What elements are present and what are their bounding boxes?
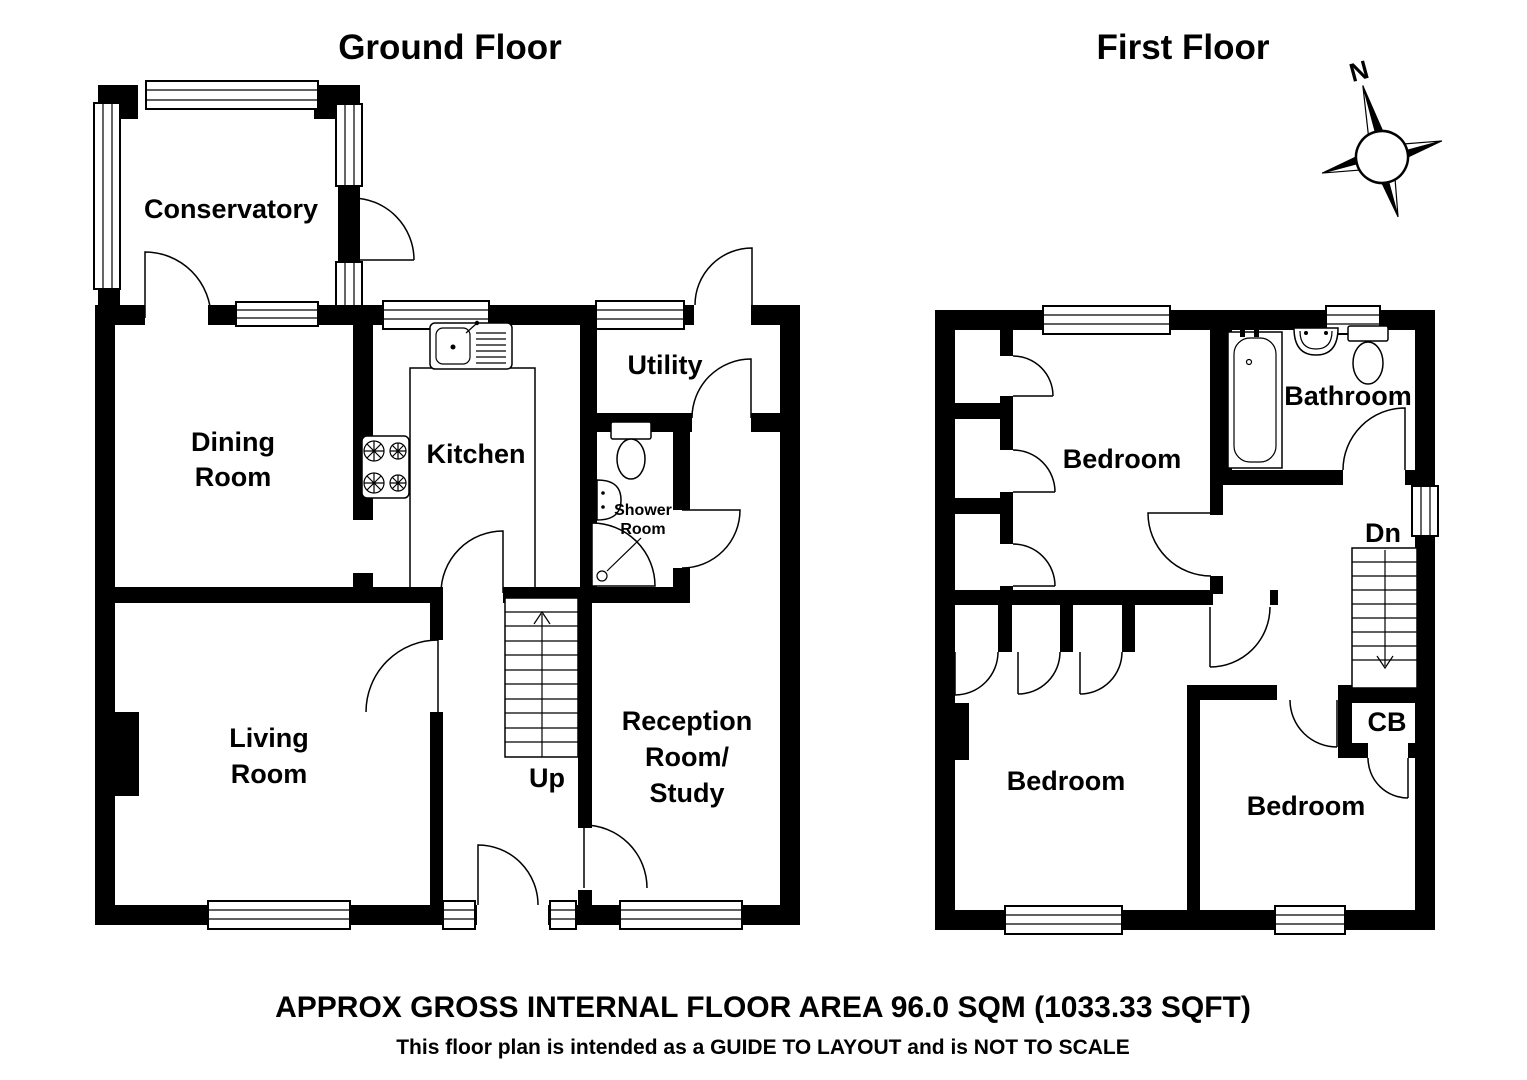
footer-disclaimer-text: This floor plan is intended as a GUIDE T… [396, 1036, 1130, 1059]
bedroom-back-right-door [1289, 699, 1338, 748]
first-floor-plan: First Floor [935, 28, 1439, 935]
stairs-up-label: Up [529, 763, 565, 793]
room-label-reception-2: Room/ [645, 742, 729, 772]
room-label-living-2: Room [231, 759, 308, 789]
living-room-door [365, 639, 439, 713]
room-label-reception-1: Reception [622, 706, 753, 736]
stove-icon [361, 435, 410, 499]
front-door [477, 844, 539, 906]
chimney-breast-bedroom [955, 703, 969, 760]
room-label-bedroom-back-left: Bedroom [1007, 766, 1126, 796]
stairs-down-label: Dn [1365, 518, 1401, 548]
closet-door-3 [1012, 543, 1056, 587]
cupboard-door [1367, 757, 1409, 799]
bedroom-back-left-window [1004, 905, 1123, 935]
bedroom-front-window [1042, 305, 1171, 335]
bedroom-front-door [1147, 512, 1212, 577]
living-room-window [207, 900, 351, 930]
room-label-utility: Utility [627, 350, 702, 380]
ground-floor-title: Ground Floor [338, 28, 562, 67]
ground-floor-windows [93, 80, 743, 930]
closet-door-4 [954, 651, 999, 696]
basin-icon-ground [596, 479, 622, 521]
room-label-living-1: Living [229, 723, 309, 753]
ground-floor-doors [144, 197, 753, 906]
room-label-bathroom: Bathroom [1284, 381, 1412, 411]
room-label-kitchen: Kitchen [426, 439, 525, 469]
landing-side-window [1411, 485, 1439, 537]
room-label-bedroom-front: Bedroom [1063, 444, 1182, 474]
conservatory-top-window [145, 80, 319, 110]
closet-door-2 [1012, 449, 1056, 493]
conservatory-left-window [93, 102, 121, 290]
bathroom-door [1342, 407, 1406, 471]
ground-floor-plan: Ground Floor [93, 28, 800, 930]
first-floor-doors [954, 355, 1409, 799]
cupboard-label: CB [1368, 707, 1407, 737]
room-label-reception-3: Study [649, 778, 724, 808]
conservatory-right-window-upper [335, 103, 363, 187]
corner-shower-icon [591, 522, 656, 587]
front-door-sidelight-left [442, 900, 476, 930]
reception-door [583, 824, 648, 889]
closet-door-6 [1079, 651, 1123, 695]
kitchen-window [382, 300, 490, 330]
first-floor-title: First Floor [1096, 28, 1269, 67]
utility-door [691, 358, 752, 419]
basin-icon-bathroom [1293, 327, 1339, 356]
first-floor-windows [1004, 305, 1439, 935]
toilet-icon-bathroom [1347, 325, 1389, 385]
bathtub-icon [1227, 325, 1283, 469]
dining-top-window [235, 301, 319, 327]
room-label-bedroom-back-right: Bedroom [1247, 791, 1366, 821]
conservatory-external-door [351, 197, 415, 261]
chimney-breast-living [113, 712, 139, 796]
staircase-down [1351, 547, 1418, 689]
front-door-sidelight-right [549, 900, 577, 930]
kitchen-sink-icon [429, 320, 513, 370]
back-door [694, 247, 753, 306]
staircase-up [504, 597, 579, 758]
room-label-shower-1: Shower [614, 502, 672, 519]
shower-room-door [681, 509, 741, 569]
room-label-shower-2: Room [620, 521, 665, 538]
room-label-conservatory: Conservatory [144, 194, 318, 224]
room-label-dining-1: Dining [191, 427, 275, 457]
reception-window [619, 900, 743, 930]
footer-area-text: APPROX GROSS INTERNAL FLOOR AREA 96.0 SQ… [275, 991, 1251, 1024]
toilet-icon-ground [610, 421, 652, 480]
bedroom-back-left-door [1209, 606, 1271, 668]
kitchen-door [440, 530, 504, 594]
closet-door-5 [1017, 651, 1061, 695]
conservatory-dining-door [144, 251, 212, 319]
room-label-dining-2: Room [195, 462, 272, 492]
closet-door-1 [1012, 355, 1054, 397]
conservatory-right-window-lower [335, 261, 363, 307]
bedroom-back-right-window [1274, 905, 1346, 935]
utility-window [595, 300, 685, 330]
